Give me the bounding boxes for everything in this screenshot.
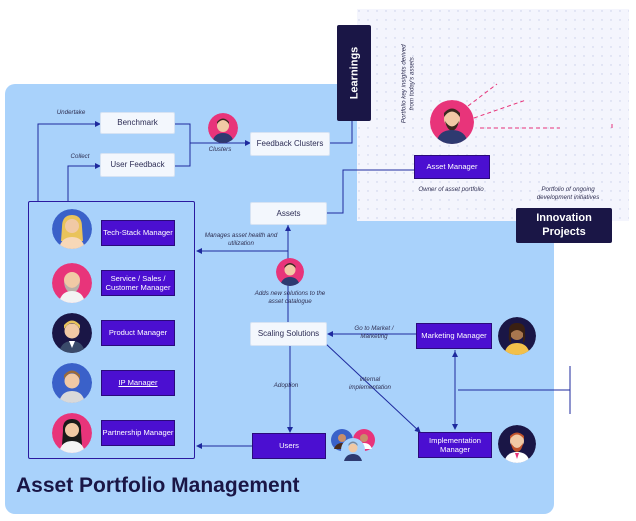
implementation-manager-button[interactable]: Implementation Manager [418, 432, 492, 458]
roles-group [28, 201, 195, 459]
service-sales-avatar [52, 263, 92, 303]
manages-label: Manages asset health and utilization [204, 232, 278, 247]
undertake-label: Undertake [56, 109, 86, 116]
marketing-manager-avatar [498, 317, 536, 355]
benchmark-node: Benchmark [100, 112, 175, 134]
innovation-caption: Portfolio of ongoing development initiat… [536, 186, 600, 201]
marketing-manager-button[interactable]: Marketing Manager [416, 323, 492, 349]
assets-node: Assets [250, 202, 327, 225]
users-button[interactable]: Users [252, 433, 326, 459]
role-button-2[interactable]: Product Manager [101, 320, 175, 346]
role-button-0[interactable]: Tech-Stack Manager [101, 220, 175, 246]
asset-manager-button[interactable]: Asset Manager [414, 155, 490, 179]
users-avatar-group [330, 427, 376, 463]
scaling-solutions-node: Scaling Solutions [250, 322, 327, 346]
feedback-clusters-node: Feedback Clusters [250, 132, 330, 156]
user-feedback-node: User Feedback [100, 153, 175, 177]
innovation-projects-box: Innovation Projects [516, 208, 612, 243]
tech-stack-avatar [52, 209, 92, 249]
clusters-avatar [208, 113, 238, 143]
learnings-box: Learnings [337, 25, 371, 121]
learnings-caption: Portfolio key insights derived from toda… [400, 44, 415, 124]
asset-manager-caption: Owner of asset portfolio [418, 186, 484, 193]
page-title: Asset Portfolio Management [16, 474, 300, 497]
innovation-dots-pattern [357, 9, 629, 221]
internal-implementation-label: internal implementation [349, 376, 391, 391]
learnings-label: Learnings [348, 46, 361, 100]
product-manager-avatar [52, 313, 92, 353]
collect-label: Collect [70, 153, 90, 160]
ip-manager-avatar [52, 363, 92, 403]
adds-label: Adds new solutions to the asset catalogu… [254, 290, 326, 305]
role-button-3[interactable]: IP Manager [101, 370, 175, 396]
clusters-label: Clusters [208, 146, 232, 153]
partnership-manager-avatar [52, 413, 92, 453]
role-button-1[interactable]: Service / Sales / Customer Manager [101, 270, 175, 296]
go-to-market-label: Go to Market / Marketing [354, 325, 394, 340]
implementation-manager-avatar [498, 425, 536, 463]
asset-manager-avatar [430, 100, 474, 144]
role-button-4[interactable]: Partnership Manager [101, 420, 175, 446]
adoption-label: Adoption [273, 382, 299, 389]
adds-avatar [276, 258, 304, 286]
